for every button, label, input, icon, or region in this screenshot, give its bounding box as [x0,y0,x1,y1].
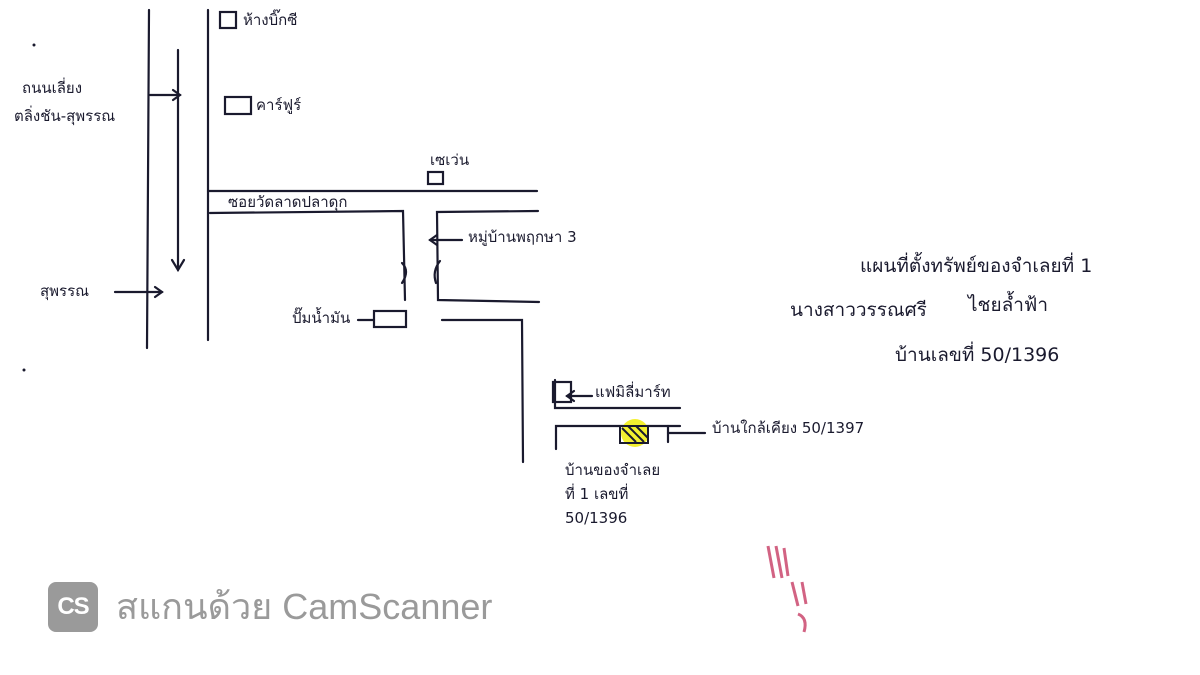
big-c-label: ห้างบิ๊กซี [243,11,298,29]
carefour-label: คาร์ฟูร์ [256,96,302,114]
lower-road [440,318,525,464]
owner-name-prefix: นางสาววรรณศรี [790,299,927,321]
village-label: หมู่บ้านพฤกษา 3 [468,228,577,246]
map-title: แผนที่ตั้งทรัพย์ของจำเลยที่ 1 [860,255,1093,277]
family-mart-road [553,378,682,410]
camscanner-watermark: CS สแกนด้วย CamScanner [48,578,492,635]
big-c-box [218,10,238,30]
direction-arrow-head [170,258,186,273]
highway-line-1 [145,8,151,350]
target-road [554,424,682,451]
target-house-label-3: 50/1396 [565,509,628,527]
target-house-label-2: ที่ 1 เลขที่ [565,485,629,503]
soi-branch-left [208,209,407,302]
gas-station-label: ปั๊มน้ำมัน [292,309,351,327]
gas-station-box [372,309,408,329]
target-house-label-1: บ้านของจำเลย [565,461,661,479]
road-main-label-1: ถนนเลี่ยง [22,79,83,97]
family-mart-label: แฟมิลี่มาร์ท [595,383,671,401]
seven-eleven-label: เซเว่น [430,151,470,169]
red-stamp-mark [766,545,808,633]
soi-branch-right [435,209,541,304]
camscanner-text: สแกนด้วย CamScanner [116,586,493,627]
soi-label: ซอยวัดลาดปลาดุก [228,193,348,211]
road-main-label-2: ตลิ่งชัน-สุพรรณ [14,107,116,125]
owner-house-no: บ้านเลขที่ 50/1396 [895,344,1060,366]
to-suphan-label: สุพรรณ [40,282,90,300]
owner-name-surname: ไชยล้ำฟ้า [968,294,1049,316]
carefour-box [223,95,253,116]
neighbor-label: บ้านใกล้เคียง 50/1397 [712,419,865,437]
seven-eleven-box [426,170,445,186]
target-house-box [619,425,649,444]
camscanner-logo-icon: CS [48,581,98,632]
